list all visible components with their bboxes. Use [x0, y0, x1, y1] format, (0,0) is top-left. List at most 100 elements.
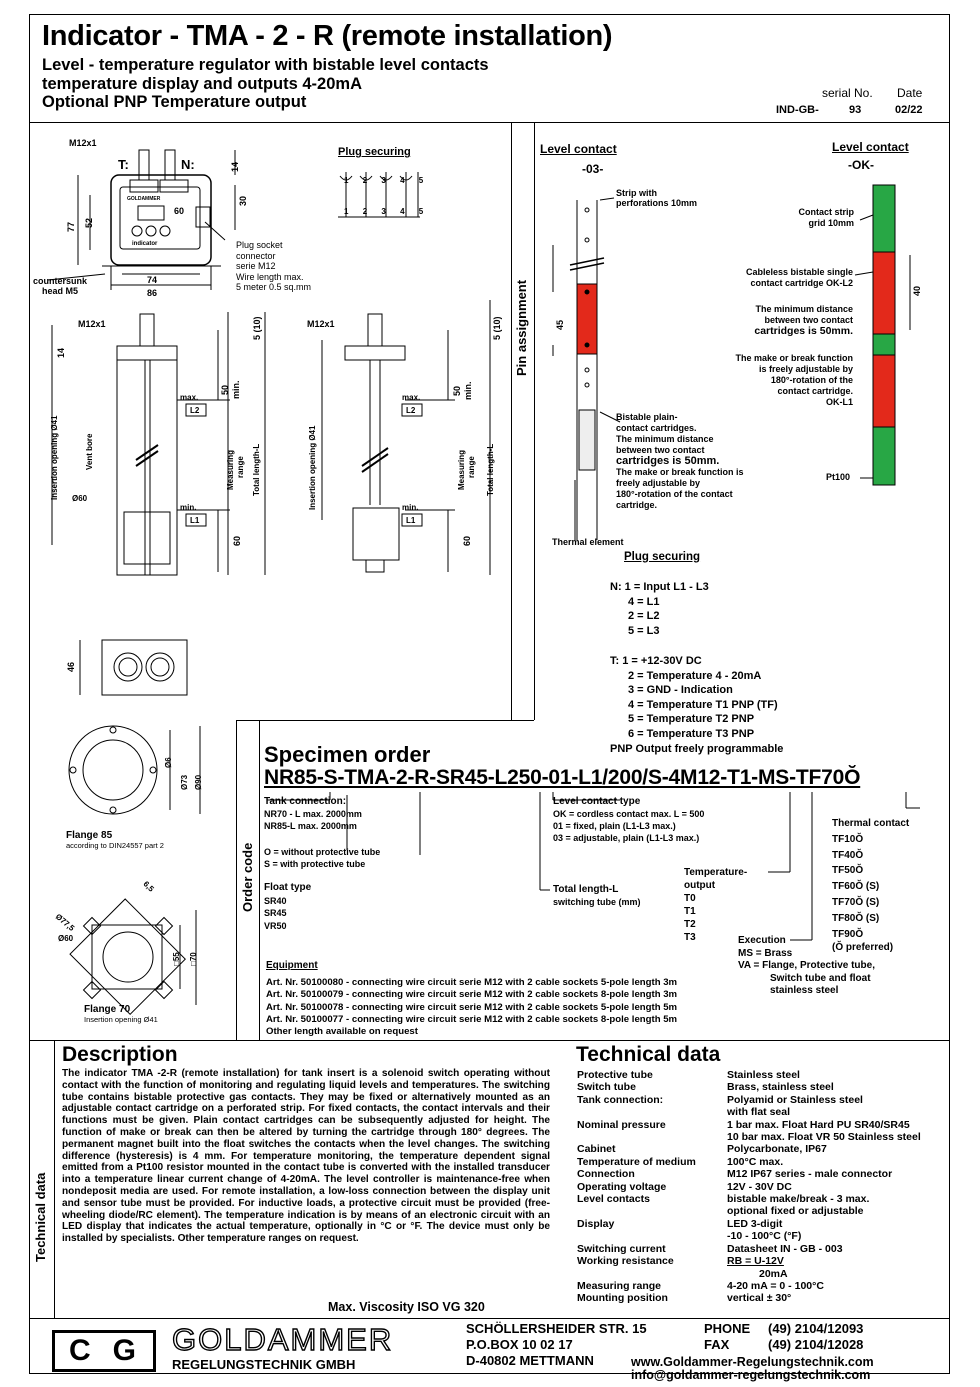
order-code-leaders: [267, 792, 920, 941]
tech-label: [577, 1205, 727, 1217]
dim-55: □55: [172, 952, 181, 966]
bistable-line: between two contact: [616, 445, 705, 455]
n-pin-line: 4 = L1: [628, 595, 660, 608]
temp-output-line: T2: [684, 919, 696, 930]
dim-52: 52: [84, 217, 94, 228]
dia-90: Ø90: [194, 774, 203, 790]
website-link[interactable]: www.Goldammer-Regelungstechnik.com: [631, 1355, 874, 1369]
subtitle-line: temperature display and outputs 4-20mA: [42, 74, 362, 93]
max-label-view2: max.: [402, 393, 421, 402]
header-divider: [29, 122, 950, 123]
total-length-view1: Total length-L: [252, 443, 261, 496]
plug-socket-line: 5 meter 0.5 sq.mm: [236, 282, 312, 292]
range-view2: range: [467, 456, 476, 478]
tech-row: -10 - 100°C (°F): [577, 1230, 949, 1242]
tech-value: -10 - 100°C (°F): [727, 1230, 802, 1243]
max-label-view1: max.: [180, 393, 199, 402]
plug-number: 2: [362, 176, 368, 185]
temp-output-line: T3: [684, 932, 696, 943]
min-distance-note: The minimum distance between two contact…: [720, 304, 853, 337]
tech-value: 100°C max.: [727, 1155, 784, 1168]
tech-value: M12 IP67 series - male connector: [727, 1168, 893, 1181]
bistable-line: Bistable plain-: [616, 412, 678, 422]
bistable-line: freely adjustable by: [616, 478, 701, 488]
phone-number: (49) 2104/12093: [768, 1321, 864, 1336]
tech-value: Datasheet IN - GB - 003: [727, 1242, 843, 1255]
address-line: P.O.BOX 10 02 17: [466, 1337, 573, 1352]
tech-row: Protective tube Stainless steel: [577, 1069, 949, 1081]
tech-value: Stainless steel: [727, 1069, 800, 1081]
tech-label: [577, 1268, 727, 1280]
equipment-item: Art. Nr. 50100078 - connecting wire circ…: [266, 1001, 678, 1013]
level-contact-type-line: 03 = adjustable, plain (L1-L3 max.): [553, 833, 700, 843]
t-pin-line: 3 = GND - Indication: [628, 684, 733, 697]
equipment-list: Art. Nr. 50100080 - connecting wire circ…: [266, 977, 677, 1038]
order-column-left: [236, 720, 237, 1040]
equipment-item: Other length available on request: [266, 1026, 418, 1038]
tank-connection-line: NR85-L max. 2000mm: [264, 821, 357, 831]
plug-numbers-bottom: 1 2 3 4 5: [344, 207, 423, 216]
protective-tube-line: O = without protective tube: [264, 847, 381, 857]
logo-letters: CG: [69, 1334, 158, 1367]
dia-6: Ø6: [164, 757, 173, 768]
float-type-line: VR50: [264, 920, 287, 931]
plug-number: 3: [381, 207, 386, 216]
dim-40: 40: [912, 285, 922, 296]
tech-label: Working resistance: [577, 1255, 674, 1268]
thermal-contact-line: TF50Ŏ: [832, 865, 864, 877]
countersunk-line: countersunk: [32, 276, 87, 286]
temperature-output-block: Temperature- output T0 T1 T2 T3: [684, 866, 747, 944]
thermal-contact-line: (Ŏ preferred): [832, 942, 894, 954]
t-pin-line: 2 = Temperature 4 - 20mA: [628, 669, 762, 682]
tech-value: 12V - 30V DC: [727, 1180, 792, 1193]
t-pin-line: 6 = Temperature T3 PNP: [628, 727, 755, 740]
flange85-note: according to DIN24557 part 2: [66, 841, 164, 850]
make-break-line: 180°-rotation of the: [770, 375, 853, 385]
t-pin-list: T: 1 = +12-30V DC 2 = Temperature 4 - 20…: [610, 654, 778, 742]
thermal-contact-line: TF40Ŏ: [832, 849, 864, 861]
level-contact-type-line: 01 = fixed, plain (L1-L3 max.): [553, 821, 676, 831]
tech-value: 4-20 mA = 0 - 100°C: [727, 1279, 824, 1292]
tech-label: Connection: [577, 1168, 635, 1181]
tech-label: Tank connection:: [577, 1093, 664, 1106]
phone-label: PHONE: [704, 1321, 751, 1336]
plug-socket-line: connector: [236, 250, 276, 261]
l2-view1: L2: [190, 406, 200, 415]
tech-label: Cabinet: [577, 1143, 616, 1156]
flange70-note: Insertion opening Ø41: [84, 1015, 158, 1024]
insertion-opening-view1: Insertion opening Ø41: [50, 415, 59, 500]
n-pin-line: 5 = L3: [628, 624, 660, 637]
tech-label: Protective tube: [577, 1069, 653, 1081]
email-link[interactable]: info@goldammer-regelungstechnik.com: [631, 1368, 871, 1382]
dim-60-view1: 60: [232, 535, 242, 546]
min-label-view1: min.: [180, 503, 197, 512]
plug-socket-line: serie M12: [236, 261, 276, 271]
bistable-note: Bistable plain- contact cartridges. The …: [616, 412, 744, 511]
dim-46: 46: [66, 661, 76, 672]
cableless-line: Cableless bistable single: [745, 267, 853, 277]
tech-value: 1 bar max. Float Hard PU SR40/SR45: [727, 1118, 910, 1131]
t-pin-line: T: 1 = +12-30V DC: [610, 655, 702, 667]
serial-value: 93: [849, 104, 862, 116]
contact-strip-line: Contact strip: [798, 207, 854, 217]
tech-column-line: [54, 1040, 55, 1318]
make-break-note: The make or break function is freely adj…: [700, 353, 853, 408]
technical-data-label: Technical data: [33, 1172, 48, 1262]
dim-min-view2: min.: [463, 381, 473, 400]
l2-view2: L2: [406, 406, 416, 415]
order-code: NR85-S-TMA-2-R-SR45-L250-01-L1/200/S-4M1…: [264, 766, 861, 789]
tech-value: with flat seal: [727, 1106, 791, 1119]
tank-connection-line: NR70 - L max. 2000mm: [264, 809, 362, 819]
strip-note-line: Strip with: [616, 188, 657, 198]
insertion-opening-view2: Insertion opening Ø41: [308, 425, 317, 510]
bistable-line: 180°-rotation of the contact: [616, 489, 733, 499]
bistable-line: cartridge.: [616, 500, 658, 510]
plug-number: 1: [344, 207, 349, 216]
fax-number: (49) 2104/12028: [768, 1337, 864, 1352]
min-distance-line: The minimum distance: [755, 304, 853, 314]
tech-value: Polyamid or Stainless steel: [727, 1093, 863, 1106]
specimen-order-title: Specimen order: [264, 742, 431, 767]
